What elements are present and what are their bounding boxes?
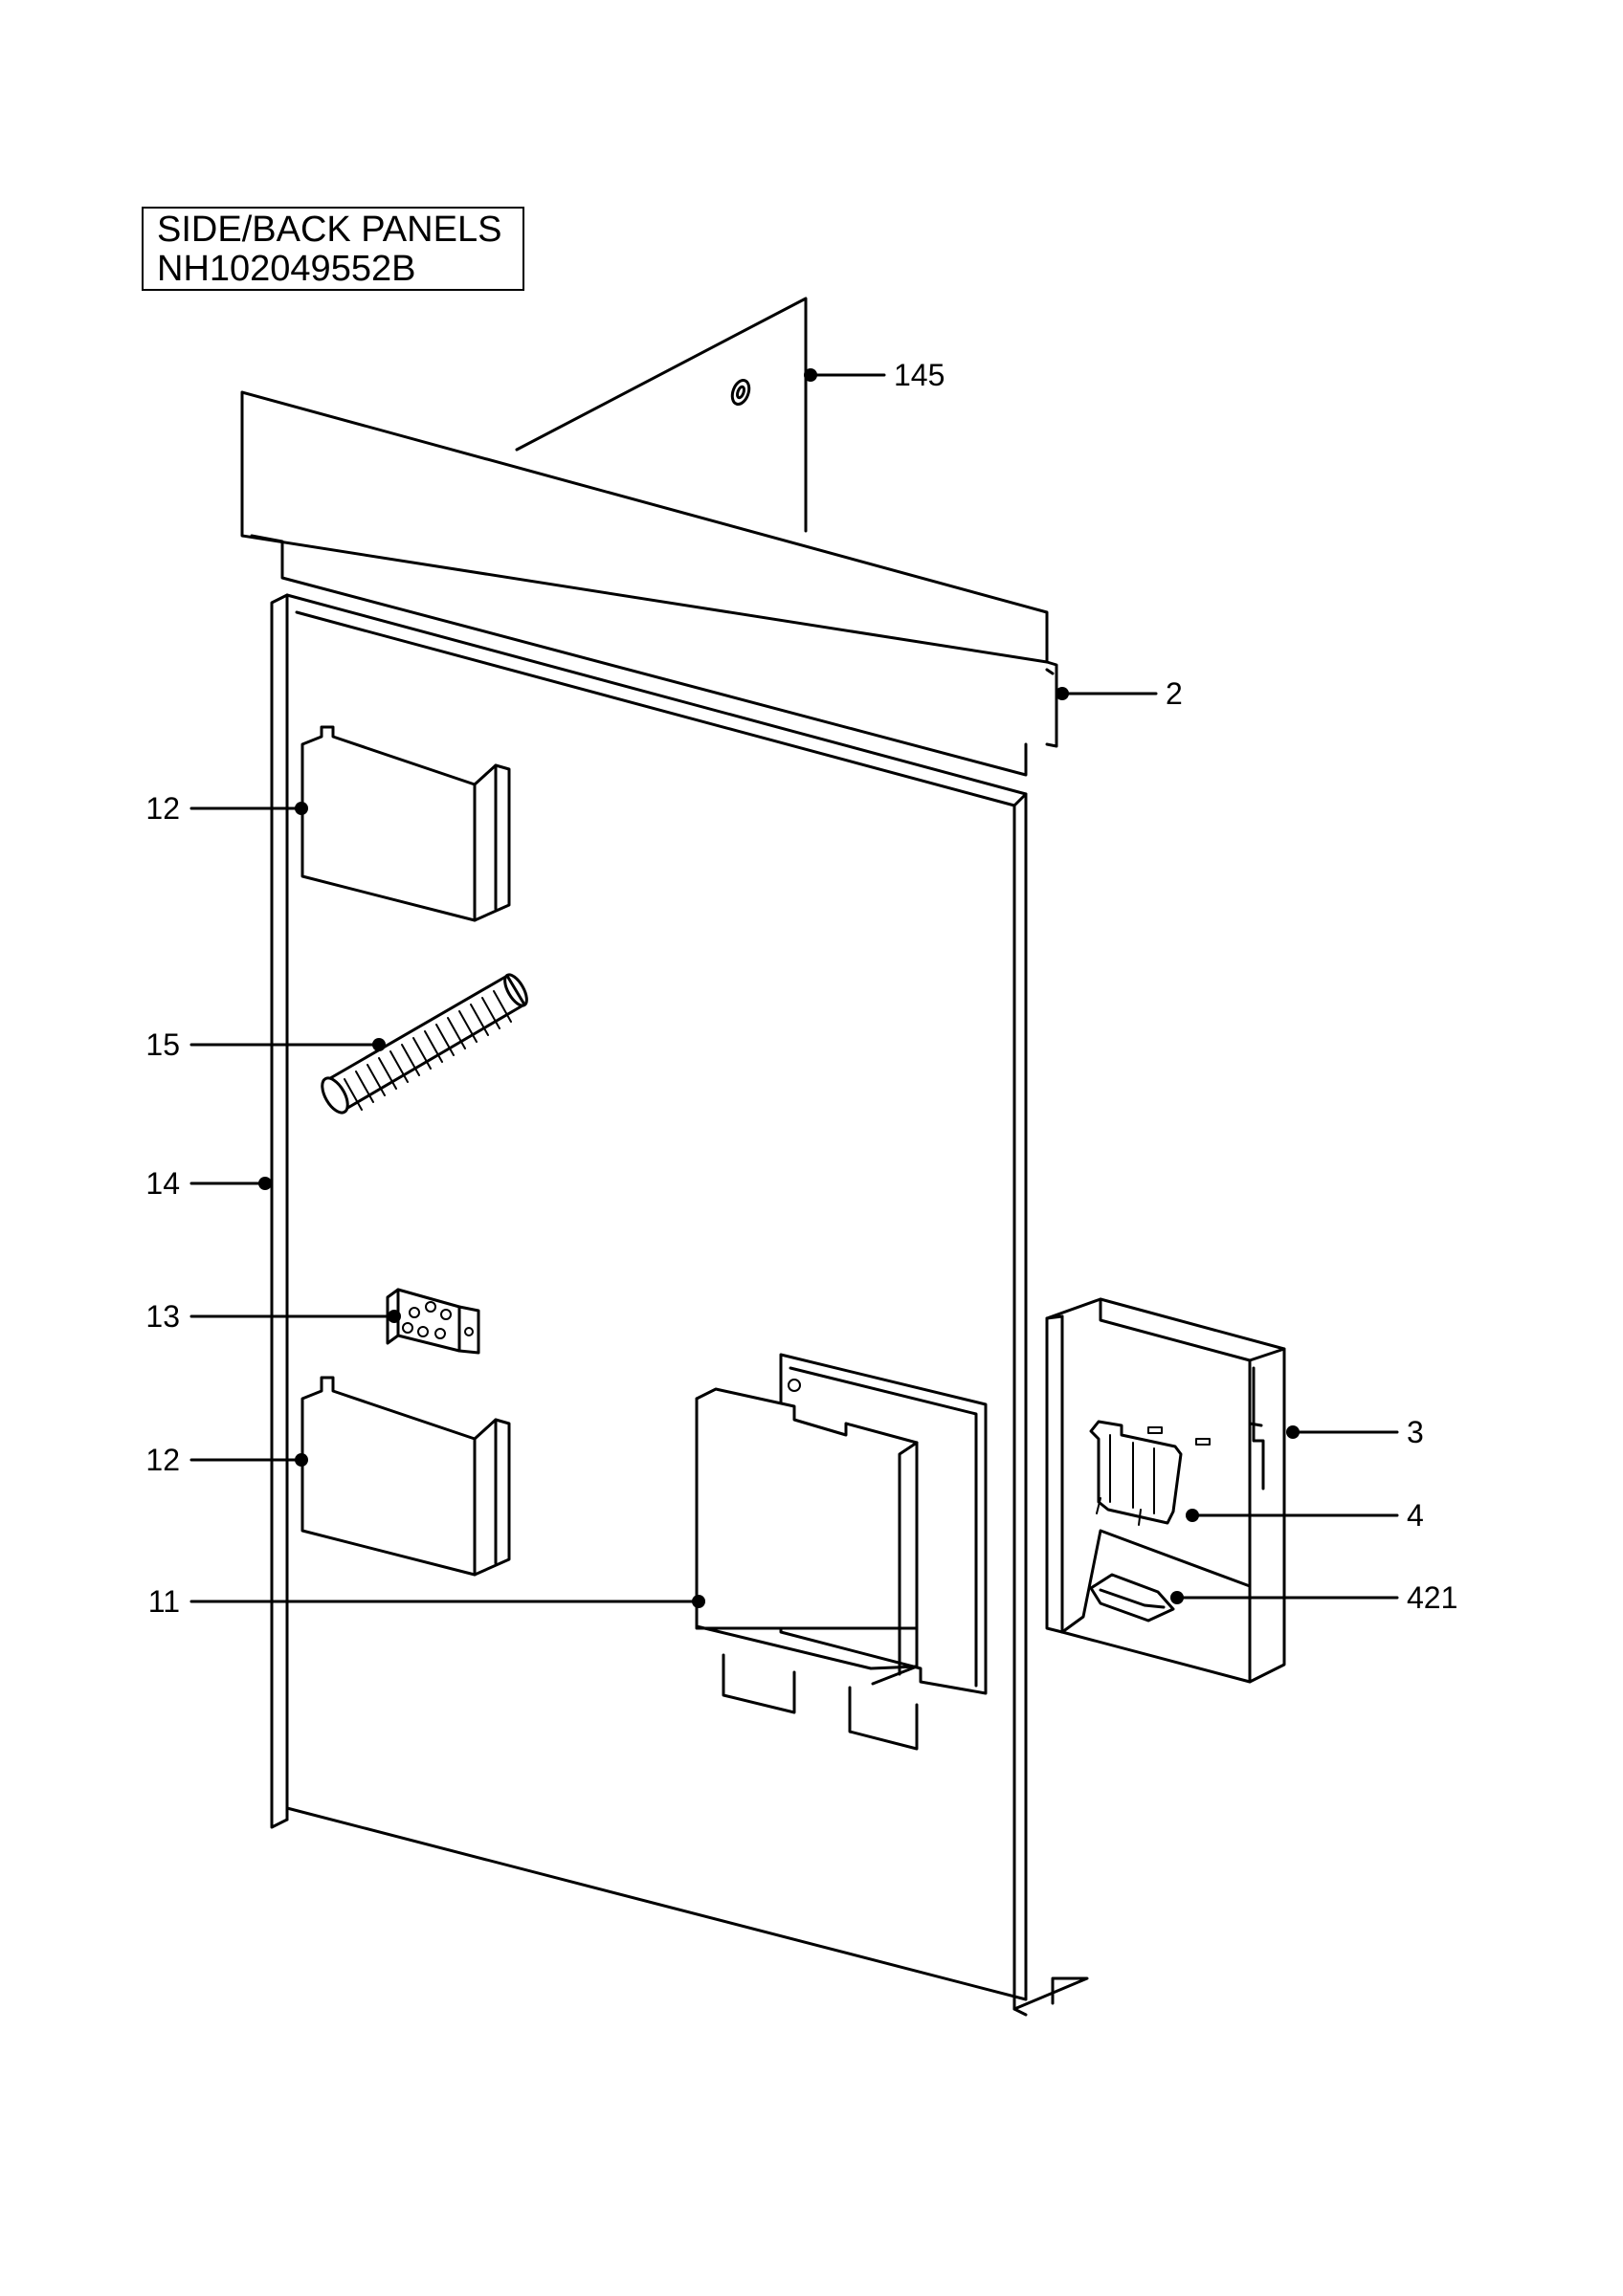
part-421-small-component	[1089, 1573, 1175, 1623]
callout-label: 13	[145, 1299, 180, 1334]
callout-12-upper: 12	[145, 791, 308, 826]
callout-3: 3	[1286, 1415, 1424, 1449]
callout-12-lower: 12	[145, 1443, 308, 1477]
callout-2: 2	[1056, 676, 1183, 711]
part-4-terminal-block	[1089, 1420, 1211, 1526]
callout-421: 421	[1170, 1580, 1457, 1615]
callout-label: 11	[148, 1584, 180, 1619]
callout-11: 11	[148, 1584, 705, 1619]
callout-label: 2	[1166, 676, 1183, 711]
part-12-lower-bracket	[300, 1376, 511, 1577]
part-145-back-panel	[515, 297, 808, 533]
part-13-mounting-plate	[386, 1288, 480, 1355]
callout-label: 14	[145, 1166, 180, 1201]
callout-label: 3	[1407, 1415, 1424, 1449]
callout-label: 421	[1407, 1580, 1457, 1615]
callout-label: 12	[145, 791, 180, 826]
part-number: NH102049552B	[157, 249, 416, 289]
callout-145: 145	[804, 358, 945, 392]
callout-label: 4	[1407, 1498, 1424, 1533]
part-11-control-box	[695, 1353, 988, 1751]
diagram-title: SIDE/BACK PANELS	[157, 210, 502, 250]
callout-15: 15	[145, 1027, 386, 1062]
callout-14: 14	[145, 1166, 272, 1201]
callout-label: 15	[145, 1027, 180, 1062]
part-12-upper-bracket	[300, 725, 511, 922]
part-2-top-rail	[240, 390, 1058, 777]
part-15-corrugated-tube	[321, 973, 528, 1115]
callout-13: 13	[145, 1299, 401, 1334]
callout-label: 12	[145, 1443, 180, 1477]
title-block: SIDE/BACK PANELS NH102049552B	[142, 207, 524, 291]
callout-4: 4	[1186, 1498, 1424, 1533]
callout-label: 145	[894, 358, 945, 392]
